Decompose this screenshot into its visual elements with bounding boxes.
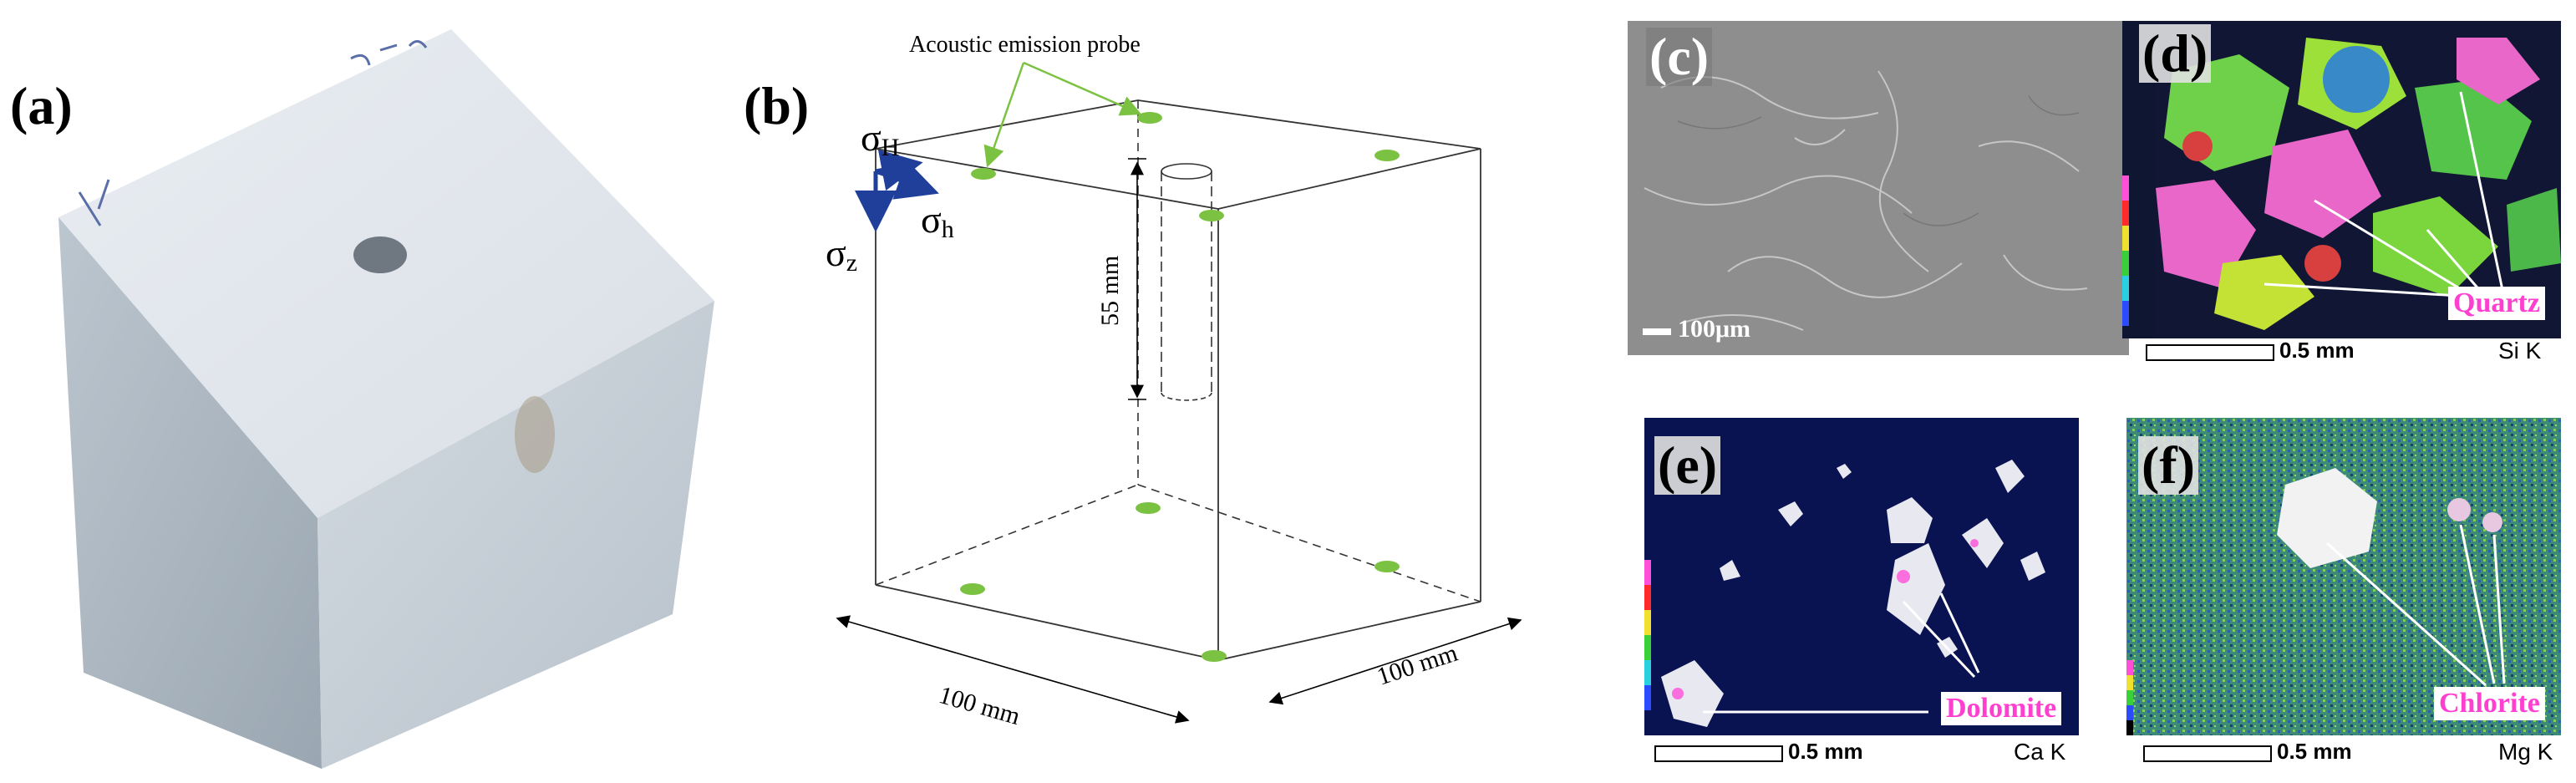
- probe: [1137, 112, 1162, 124]
- panel-f-scale-text: 0.5 mm: [2277, 739, 2352, 764]
- dolomite-arrow: [1902, 600, 1976, 679]
- panel-e-element: Ca K: [2014, 739, 2066, 765]
- hidden-edge: [1137, 484, 1481, 603]
- cube-schematic: 55 mm Acoustic emission probe σH σh σz: [826, 32, 1522, 730]
- panel-f-element: Mg K: [2498, 739, 2553, 765]
- chlorite-grain: [2482, 512, 2502, 532]
- quartz-arrow: [2459, 91, 2504, 291]
- quartz-arrow: [2314, 199, 2474, 298]
- sem-scale-bar: [1643, 328, 1671, 335]
- panel-f-scale-bar: [2143, 745, 2272, 762]
- mg-color-scale: [2126, 660, 2133, 735]
- probe: [1374, 150, 1400, 161]
- panel-e-scale-bar: [1654, 745, 1783, 762]
- sigma-H-arrow: [875, 150, 923, 191]
- panel-b: (b): [735, 0, 1571, 783]
- sigma-h-arrow: [875, 160, 939, 200]
- probe-leader: [983, 62, 1025, 168]
- sigma-h-label: σh: [921, 198, 954, 243]
- chlorite-arrow: [2492, 534, 2506, 684]
- sigma-z-label: σz: [826, 231, 857, 277]
- handwriting-mark: [350, 40, 428, 66]
- chlorite-grain: [2447, 498, 2471, 521]
- chlorite-arrow: [2459, 524, 2496, 684]
- width-left-dimension: [836, 615, 1190, 724]
- panel-f-label: (f): [2138, 436, 2198, 495]
- probe: [1202, 650, 1227, 662]
- dolomite-label: Dolomite: [1941, 692, 2062, 725]
- chlorite-grain: [2277, 468, 2377, 568]
- probe: [971, 168, 996, 180]
- si-map-texture: [2122, 21, 2561, 338]
- width-left-label: 100 mm: [936, 681, 1023, 730]
- quartz-arrow: [2264, 282, 2474, 298]
- handwriting-mark-side: [78, 179, 110, 226]
- panel-f-mg-map: (f) Chlorite: [2126, 418, 2561, 735]
- cube-edges: [875, 99, 1481, 661]
- hidden-edge: [875, 484, 1139, 586]
- si-color-scale: [2122, 175, 2129, 326]
- probe: [1136, 502, 1161, 514]
- quartz-label: Quartz: [2448, 287, 2545, 320]
- borehole-top: [1161, 163, 1212, 180]
- panel-d-si-map: (d) Quartz: [2122, 21, 2561, 338]
- sigma-H-label: σH: [861, 116, 899, 161]
- cube-right-face: [318, 301, 714, 769]
- stain-mark: [515, 396, 555, 473]
- quartz-arrow: [2426, 229, 2483, 293]
- probe-leader: [1023, 61, 1142, 116]
- cube-left-face: [58, 217, 322, 769]
- panel-e-label: (e): [1654, 436, 1721, 495]
- cube-top-face: [58, 29, 714, 518]
- width-right-label: 100 mm: [1374, 639, 1461, 691]
- hole-depth-label: 55 mm: [1096, 256, 1124, 326]
- panel-c-label: (c): [1646, 28, 1713, 86]
- ca-map-texture: [1644, 460, 2045, 727]
- panel-d-element: Si K: [2498, 338, 2542, 364]
- sem-scale-text: 100μm: [1678, 315, 1750, 343]
- chlorite-label: Chlorite: [2434, 687, 2545, 720]
- borehole-bottom: [1161, 392, 1212, 401]
- panel-d-scale-bar: [2146, 344, 2274, 361]
- probe: [1199, 210, 1224, 221]
- width-right-dimension: [1268, 617, 1522, 705]
- probe: [1374, 561, 1400, 572]
- panel-c-sem-image: (c) 100μm: [1628, 21, 2129, 355]
- ca-color-scale: [1644, 560, 1651, 710]
- cube-photo: [58, 29, 714, 769]
- probe-label: Acoustic emission probe: [909, 32, 1141, 58]
- panel-b-label: (b): [744, 76, 810, 135]
- chlorite-arrow: [2325, 541, 2487, 687]
- probes: [960, 112, 1400, 662]
- panel-d-label: (d): [2139, 24, 2212, 83]
- panel-a-label: (a): [10, 76, 73, 135]
- borehole: [1161, 163, 1212, 401]
- drill-hole: [353, 236, 407, 273]
- panel-e-ca-map: (e) Dolomite: [1644, 418, 2079, 735]
- panel-a: (a): [0, 0, 735, 783]
- panel-e-scale-text: 0.5 mm: [1788, 739, 1863, 764]
- cube-edge: [875, 584, 1219, 661]
- mg-map-texture: [2126, 418, 2561, 735]
- hidden-edges: [875, 100, 1481, 603]
- dolomite-arrow: [1939, 592, 1980, 674]
- panel-d-scale-text: 0.5 mm: [2279, 338, 2355, 363]
- probe: [960, 583, 985, 595]
